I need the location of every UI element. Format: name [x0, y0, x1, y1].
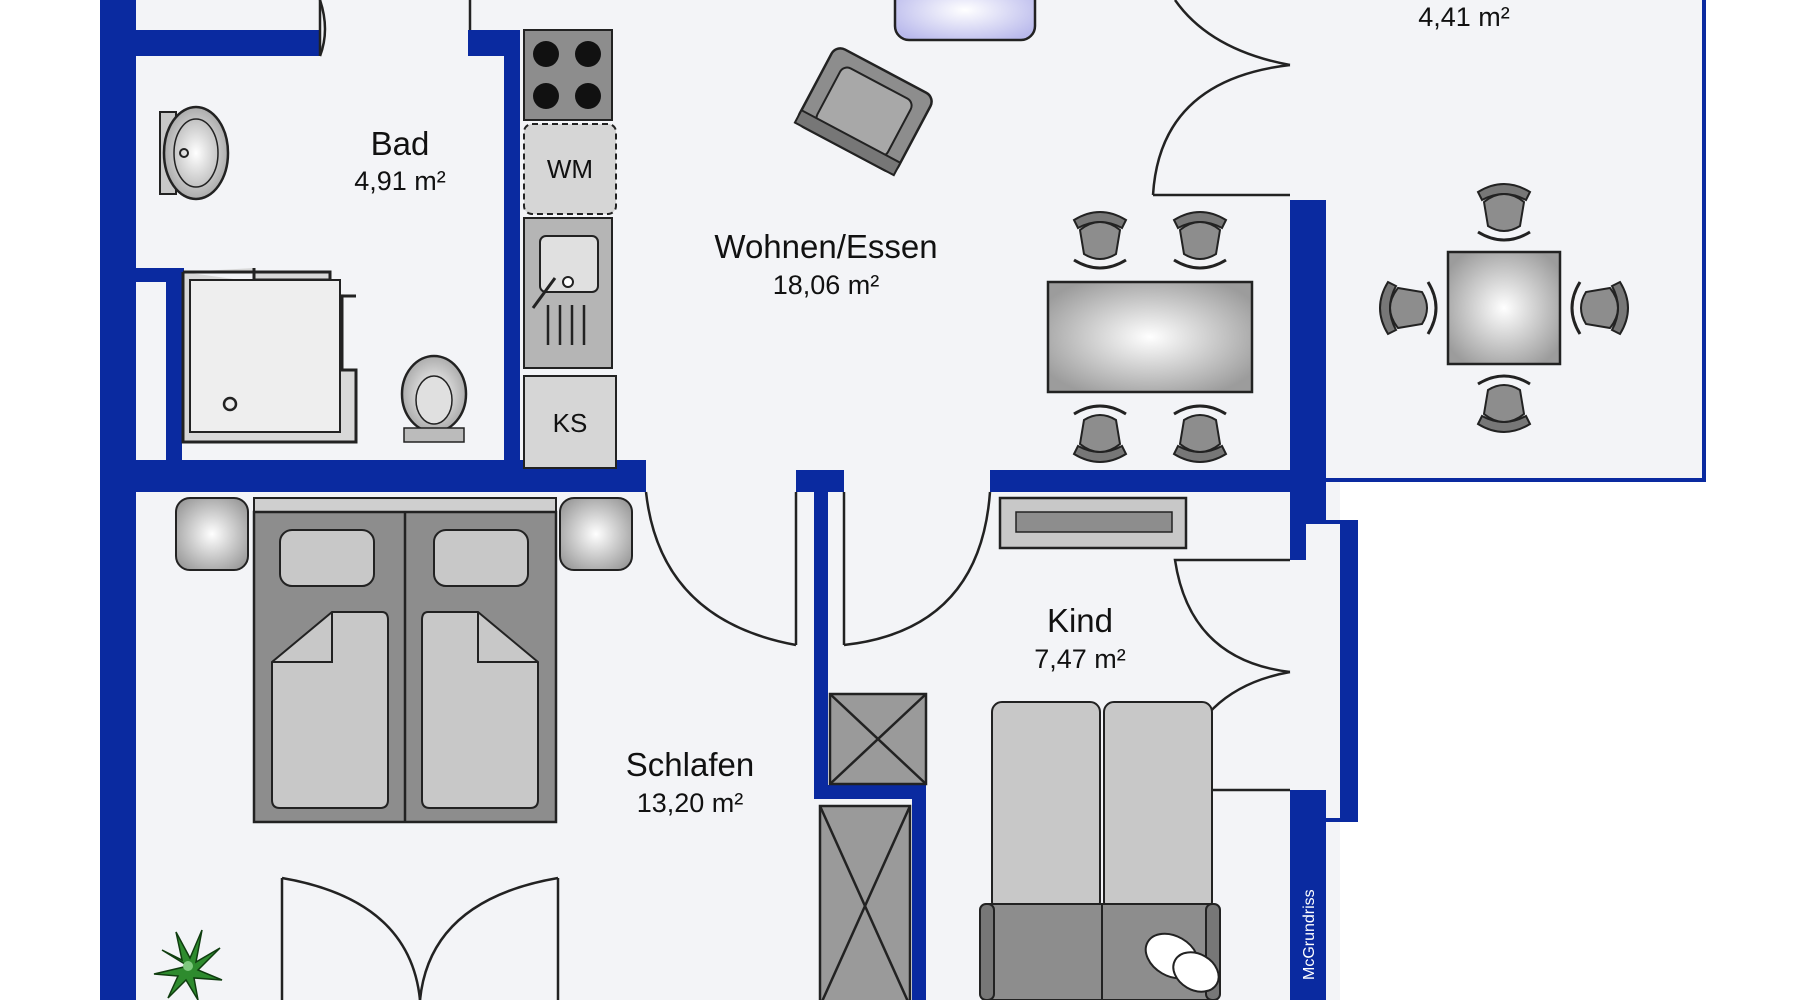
double-bed-icon [175, 497, 633, 824]
room-area-balkon: 4,41 m² [1418, 2, 1510, 32]
room-area-kind: 7,47 m² [1034, 644, 1126, 674]
walls [100, 0, 1356, 1000]
room-area-bad: 4,91 m² [354, 166, 446, 196]
cabinet-icon [818, 692, 928, 1000]
room-name-bad: Bad [371, 125, 430, 162]
room-name-schlafen: Schlafen [626, 746, 754, 783]
toilet-icon [400, 354, 468, 443]
balcony-table [1446, 250, 1562, 366]
room-name-wohnen: Wohnen/Essen [714, 228, 937, 265]
plant-icon [153, 929, 223, 1000]
sink-icon [179, 148, 189, 158]
washing-machine-label: WM [547, 154, 593, 184]
armchair-icon [793, 47, 933, 177]
sofa-icon [979, 701, 1221, 1000]
kitchen: WM KS [523, 29, 617, 469]
radiator [998, 496, 1188, 550]
sink [159, 105, 230, 201]
room-area-wohnen: 18,06 m² [773, 270, 880, 300]
window-frame [1306, 520, 1358, 822]
washing-machine [523, 123, 617, 215]
coffee-table [893, 0, 1037, 42]
balcony-railing [1326, 0, 1706, 482]
doors [280, 0, 1291, 1000]
room-name-kind: Kind [1047, 602, 1113, 639]
shower-icon [181, 268, 358, 444]
fridge [523, 375, 617, 469]
fridge-label: KS [553, 408, 588, 438]
dining-table [1046, 280, 1254, 394]
signature: McGrundriss [1301, 889, 1318, 980]
room-area-schlafen: 13,20 m² [637, 788, 744, 818]
stove-icon [523, 29, 613, 121]
